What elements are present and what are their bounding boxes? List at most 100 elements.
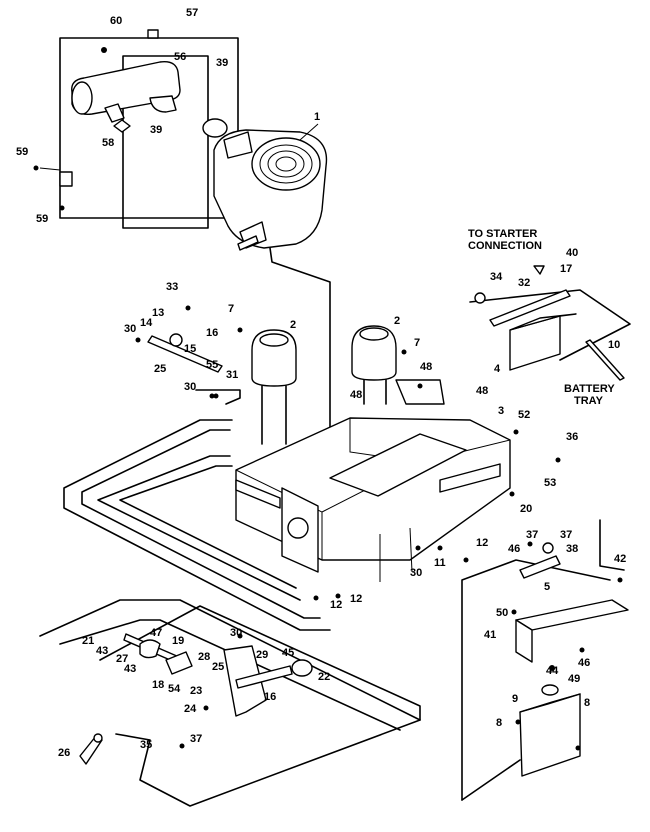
callout-21: 21 (82, 635, 94, 647)
callout-43: 43 (124, 663, 136, 675)
reservoir-tank (461, 665, 581, 801)
callout-36: 36 (566, 431, 578, 443)
engine (202, 118, 328, 251)
tank-cap-top (549, 665, 555, 671)
battery-hold-down-rod (489, 289, 571, 327)
callout-46: 46 (578, 657, 590, 669)
muffler-outlet-pipe-right (149, 95, 177, 113)
callout-8: 8 (496, 717, 502, 729)
callout-37: 37 (526, 529, 538, 541)
bracket-screw-upper (33, 165, 39, 171)
callout-49: 49 (568, 673, 580, 685)
outer-frame-loop-inner (81, 429, 321, 619)
callout-58: 58 (102, 137, 114, 149)
fastener (401, 349, 407, 355)
battery-box (509, 315, 561, 371)
fastener (417, 383, 423, 389)
callout-29: 29 (256, 649, 268, 661)
engine-flywheel-screen (251, 137, 321, 191)
callout-11: 11 (434, 557, 446, 569)
engine-leader (299, 123, 319, 141)
small-bracket-bolt (527, 541, 533, 547)
callout-55: 55 (206, 359, 218, 371)
callout-7: 7 (228, 303, 234, 315)
callout-41: 41 (484, 629, 496, 641)
frame-front-rail (235, 479, 281, 509)
pump-right-body (351, 325, 397, 381)
callout-39: 39 (216, 57, 228, 69)
callout-labels: 60 57 56 39 39 1 58 59 59 33 7 2 2 7 13 … (16, 7, 626, 759)
callout-16: 16 (206, 327, 218, 339)
engine-lead-line (269, 247, 331, 441)
frame-leg-2 (409, 527, 413, 573)
fastener (313, 595, 319, 601)
screen-ring-2 (267, 150, 305, 178)
callout-16: 16 (264, 691, 276, 703)
tank-top (519, 693, 581, 713)
callout-31: 31 (226, 369, 238, 381)
battery-caption-line2: TRAY (574, 395, 604, 407)
frame-top-bracket (395, 379, 445, 405)
linkage-bolt (185, 305, 191, 311)
pedal-shaft (235, 665, 293, 689)
engine-air-filter (202, 118, 228, 138)
muffler-bolt (101, 47, 107, 53)
callout-37: 37 (190, 733, 202, 745)
callout-19: 19 (172, 635, 184, 647)
callout-38: 38 (566, 543, 578, 555)
battery-top (509, 313, 577, 331)
callout-12: 12 (476, 537, 488, 549)
callout-48: 48 (350, 389, 362, 401)
callout-18: 18 (152, 679, 164, 691)
callout-34: 34 (490, 271, 503, 283)
bracket-flange (515, 619, 533, 663)
callout-3: 3 (498, 405, 504, 417)
pedal-bolt (203, 705, 209, 711)
engine-crankshaft (237, 235, 259, 251)
frame-hole (287, 517, 309, 539)
fastener (179, 743, 185, 749)
callout-28: 28 (198, 651, 210, 663)
pedal-pivot (93, 733, 103, 743)
hydro-pump-right (351, 325, 397, 405)
exhaust-gasket (113, 119, 131, 133)
callout-25: 25 (154, 363, 166, 375)
callout-48: 48 (420, 361, 432, 373)
battery-caption-line1: BATTERY (564, 383, 615, 395)
callout-15: 15 (184, 343, 196, 355)
callout-30: 30 (184, 381, 196, 393)
bracket-screw-lower (59, 205, 65, 211)
main-frame (235, 379, 511, 582)
pump-left-top (259, 333, 289, 347)
callout-12: 12 (350, 593, 362, 605)
battery-assembly (469, 265, 631, 381)
muffler-clamp (147, 29, 159, 39)
callout-20: 20 (520, 503, 532, 515)
callout-7: 7 (414, 337, 420, 349)
muffler-bracket-clip (59, 171, 73, 187)
callout-59: 59 (16, 146, 28, 158)
bracket-lead-line (461, 559, 611, 801)
screw-leader (39, 167, 61, 171)
fastener (511, 609, 517, 615)
muffler-assembly (33, 29, 239, 229)
callout-59: 59 (36, 213, 48, 225)
linkage-nut (213, 393, 219, 399)
muffler-outlet-pipe-left (104, 103, 125, 123)
callout-35: 35 (140, 739, 152, 751)
middle-frame-loop-inner (119, 465, 297, 589)
pedal-assembly-loop (99, 605, 421, 807)
tank-lead (461, 759, 521, 801)
fastener (515, 719, 521, 725)
hydro-pump-left (251, 329, 297, 445)
fastener (415, 545, 421, 551)
linkage-pivot (169, 333, 183, 347)
pump-left-lead (261, 385, 287, 445)
callout-23: 23 (190, 685, 202, 697)
callout-25: 25 (212, 661, 224, 673)
tank-body (519, 693, 581, 777)
muffler-end-cap (71, 81, 93, 115)
callout-1: 1 (314, 111, 320, 123)
control-linkage (147, 305, 241, 405)
callout-5: 5 (544, 581, 550, 593)
